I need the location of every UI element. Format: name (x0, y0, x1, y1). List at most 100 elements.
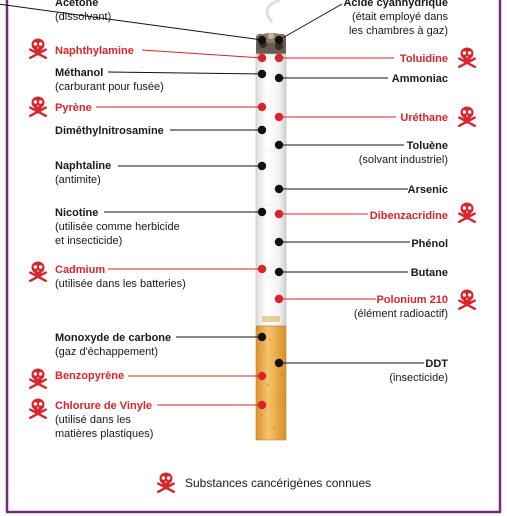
smoke (265, 0, 281, 23)
leader-line-acetone (0, 3, 263, 41)
label-chlorure: Chlorure de Vinyle (utilisé dans les matiè… (55, 399, 153, 441)
marker-dot-acide (274, 35, 284, 45)
substance-name: Diméthylnitrosamine (55, 125, 164, 137)
substance-name: Ammoniac (391, 73, 448, 85)
skull-crossbones-icon (458, 202, 476, 224)
substance-description: (utilisé dans les (55, 414, 131, 426)
substance-name: Phénol (411, 238, 448, 250)
substance-name: Naphthylamine (55, 45, 134, 57)
legend-label: Substances cancérigènes connues (185, 476, 372, 490)
substance-description: (élément radioactif) (353, 308, 448, 320)
skull-crossbones-icon (458, 106, 476, 128)
substance-name: Toluidine (399, 53, 448, 65)
marker-dot-urethane (274, 112, 284, 122)
marker-dot-methanol (257, 69, 267, 79)
skull-crossbones-icon (458, 289, 476, 311)
marker-dot-benzopyrene (257, 371, 267, 381)
substance-description: les chambres à gaz) (348, 25, 448, 37)
skull-crossbones-icon (458, 47, 476, 69)
marker-dot-butane (274, 267, 284, 277)
label-benzopyrene: Benzopyrène (55, 369, 124, 383)
substance-description: (carburant pour fusée) (55, 81, 164, 93)
label-toluidine: Toluidine (400, 52, 448, 66)
marker-dot-nicotine (257, 207, 267, 217)
substance-name: Benzopyrène (55, 370, 125, 382)
label-ammoniac: Ammoniac (392, 72, 448, 86)
label-nicotine: Nicotine (utilisée comme herbicide et inse… (55, 206, 180, 248)
marker-dot-dibenzacridine (274, 209, 284, 219)
substance-description: (gaz d'échappement) (55, 346, 158, 358)
label-cadmium: Cadmium (utilisée dans les batteries) (55, 263, 186, 291)
marker-dot-toluidine (274, 53, 284, 63)
substance-name: Butane (410, 267, 448, 279)
substance-name: Toluène (406, 140, 448, 152)
label-methanol: Méthanol (carburant pour fusée) (55, 66, 164, 94)
substance-name: Arsenic (407, 184, 448, 196)
label-phenol: Phénol (411, 237, 448, 251)
skull-crossbones-icon (29, 398, 47, 420)
ash-tip (256, 34, 286, 56)
skull-crossbones-icon (29, 38, 47, 60)
substance-description: (insecticide) (389, 372, 448, 384)
marker-dot-phenol (274, 237, 284, 247)
substance-name: Uréthane (400, 112, 448, 124)
marker-dot-cadmium (257, 264, 267, 274)
leader-line-naphthylamine (141, 49, 263, 59)
substance-name: Nicotine (55, 207, 99, 219)
substance-description: (dissolvant) (55, 11, 112, 23)
substance-name: Chlorure de Vinyle (55, 400, 152, 412)
substance-name: Méthanol (55, 67, 104, 79)
substance-name: Cadmium (55, 264, 106, 276)
label-ddt: DDT (insecticide) (389, 357, 448, 385)
marker-dot-naphtaline (257, 161, 267, 171)
substance-name: Dibenzacridine (369, 210, 448, 222)
skull-crossbones-icon (157, 472, 175, 494)
substance-name: Polonium 210 (376, 294, 448, 306)
substance-name: DDT (425, 358, 448, 370)
substance-description: (était employé dans (352, 11, 448, 23)
label-toluene: Toluène (solvant industriel) (359, 139, 448, 167)
marker-dot-naphthylamine (257, 53, 267, 63)
substance-name: Pyrène (55, 102, 92, 114)
skull-crossbones-icon (29, 261, 47, 283)
leader-line-acide (278, 3, 343, 41)
substance-description: (antimite) (55, 174, 101, 186)
substance-name: Acide cyanhydrique (343, 0, 448, 9)
label-monoxyde: Monoxyde de carbone (gaz d'échappement) (55, 331, 171, 359)
label-naphtaline: Naphtaline (antimite) (55, 159, 111, 187)
marker-dot-chlorure (257, 400, 267, 410)
marker-dot-pyrene (257, 102, 267, 112)
marker-dot-arsenic (274, 184, 284, 194)
marker-dot-monoxyde (257, 332, 267, 342)
substance-description: et insecticide) (55, 235, 123, 247)
label-acetone: Acétone (dissolvant) (55, 0, 111, 24)
label-dimethylnitrosamine: Diméthylnitrosamine (55, 124, 164, 138)
substance-description: (solvant industriel) (358, 154, 448, 166)
cigarette-filter (255, 325, 287, 441)
label-dibenzacridine: Dibenzacridine (370, 209, 448, 223)
substance-description: matières plastiques) (55, 428, 154, 440)
label-acide: Acide cyanhydrique (était employé dans les… (343, 0, 448, 38)
label-butane: Butane (411, 266, 448, 280)
label-pyrene: Pyrène (55, 101, 92, 115)
substance-description: (utilisée comme herbicide (55, 221, 180, 233)
marker-dot-polonium (274, 294, 284, 304)
marker-dot-toluene (274, 140, 284, 150)
substance-description: (utilisée dans les batteries) (55, 278, 186, 290)
marker-dot-ammoniac (274, 73, 284, 83)
cigarette-body (255, 53, 287, 327)
label-polonium: Polonium 210 (élément radioactif) (354, 293, 448, 321)
substance-name: Monoxyde de carbone (55, 332, 172, 344)
legend: Substances cancérigènes connues (155, 470, 371, 496)
skull-crossbones-icon (29, 96, 47, 118)
label-naphthylamine: Naphthylamine (55, 44, 134, 58)
substance-name: Acétone (55, 0, 99, 9)
marker-dot-acetone (257, 35, 267, 45)
label-urethane: Uréthane (400, 111, 448, 125)
marker-dot-ddt (274, 358, 284, 368)
label-arsenic: Arsenic (408, 183, 448, 197)
skull-crossbones-icon (29, 368, 47, 390)
substance-name: Naphtaline (55, 160, 112, 172)
marker-dot-dimethylnitrosamine (257, 125, 267, 135)
